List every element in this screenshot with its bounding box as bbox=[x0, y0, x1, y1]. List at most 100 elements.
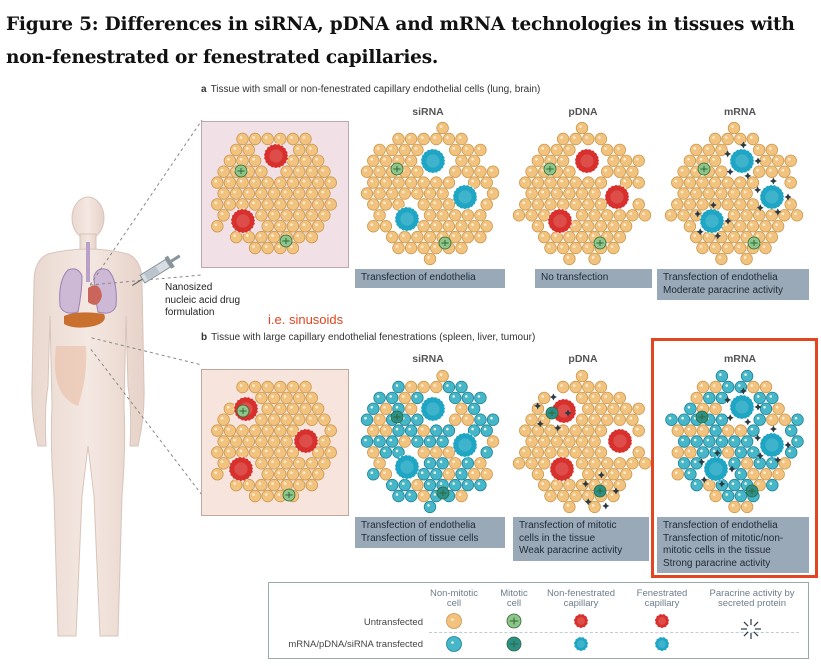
tissue-cell-nucleus bbox=[439, 190, 443, 194]
tissue-cell bbox=[324, 198, 337, 211]
tissue-cell-nucleus bbox=[408, 158, 411, 161]
transfected-cell-nucleus bbox=[725, 384, 728, 387]
transfected-cell bbox=[709, 424, 722, 437]
tissue-cell bbox=[550, 478, 564, 492]
tissue-cell bbox=[299, 467, 312, 481]
tissue-cell bbox=[467, 219, 481, 233]
tissue-cell-nucleus bbox=[623, 223, 626, 226]
tissue-cell-nucleus bbox=[246, 190, 249, 194]
caption-b-mrna: Transfection of endothelia Transfection … bbox=[657, 517, 809, 573]
tissue-cell bbox=[474, 209, 487, 222]
tissue-cell-nucleus bbox=[277, 471, 281, 474]
tissue-cell-nucleus bbox=[693, 234, 696, 237]
tissue-cell-nucleus bbox=[327, 449, 331, 453]
tissue-cell-nucleus bbox=[309, 395, 312, 398]
tissue-cell-nucleus bbox=[370, 158, 374, 161]
tissue-cell bbox=[299, 154, 312, 168]
tissue-cell bbox=[727, 121, 741, 135]
tissue-cell bbox=[318, 413, 331, 426]
tissue-cell-nucleus bbox=[290, 158, 293, 161]
tissue-cell-nucleus bbox=[252, 427, 255, 431]
tissue-cell-nucleus bbox=[490, 438, 493, 442]
tissue-cell bbox=[613, 391, 627, 405]
tissue-cell bbox=[274, 467, 287, 481]
tissue-cell bbox=[467, 176, 481, 189]
tissue-cell-nucleus bbox=[258, 234, 262, 237]
tissue-cell bbox=[512, 209, 526, 222]
tissue-cell bbox=[423, 209, 437, 222]
tissue-cell bbox=[709, 489, 722, 503]
tissue-cell bbox=[519, 424, 532, 437]
tissue-cell bbox=[267, 435, 281, 448]
mitotic-cell-spindle bbox=[239, 408, 247, 414]
transfected-cell bbox=[373, 435, 386, 448]
tissue-cell-nucleus bbox=[383, 158, 386, 161]
tissue-cell bbox=[230, 478, 243, 492]
tissue-cell bbox=[404, 380, 418, 394]
tissue-cell bbox=[379, 154, 393, 168]
tissue-cell-nucleus bbox=[439, 373, 443, 376]
tissue-cell-nucleus bbox=[617, 212, 620, 216]
tissue-cell-nucleus bbox=[687, 158, 690, 161]
transfected-cell bbox=[690, 435, 703, 448]
tissue-cell-nucleus bbox=[674, 201, 678, 205]
transfected-cell bbox=[784, 424, 798, 437]
tissue-cell-nucleus bbox=[604, 482, 607, 485]
tissue-cell-nucleus bbox=[420, 223, 424, 226]
tissue-cell-nucleus bbox=[283, 482, 287, 485]
transfected-cell-nucleus bbox=[731, 482, 735, 485]
tissue-cell-nucleus bbox=[522, 201, 526, 205]
tissue-cell bbox=[267, 230, 281, 244]
legend: Non-mitotic cell Mitotic cell Non-fenest… bbox=[268, 582, 809, 659]
tissue-cell-nucleus bbox=[724, 223, 728, 226]
tissue-cell-nucleus bbox=[572, 245, 576, 248]
tissue-cell bbox=[709, 380, 722, 394]
legend-mitotic-transfected-spindle bbox=[509, 640, 519, 648]
tissue-cell-nucleus bbox=[687, 201, 690, 205]
tissue-cell bbox=[563, 143, 576, 157]
tissue-cell bbox=[299, 132, 312, 146]
tissue-cell-nucleus bbox=[277, 223, 281, 226]
tissue-cell-nucleus bbox=[560, 493, 563, 496]
transfected-cell bbox=[461, 391, 475, 405]
tissue-cell bbox=[746, 132, 760, 146]
transfected-cell-nucleus bbox=[364, 438, 367, 442]
tissue-cell bbox=[550, 435, 564, 448]
tissue-cell bbox=[752, 143, 766, 157]
tissue-cell-nucleus bbox=[420, 384, 424, 387]
tissue-cell bbox=[721, 176, 734, 189]
tissue-cell-nucleus bbox=[706, 234, 709, 237]
transfected-cell bbox=[455, 467, 468, 481]
transfected-cell bbox=[734, 446, 748, 459]
transfected-cell-nucleus bbox=[712, 449, 716, 453]
tissue-cell-nucleus bbox=[258, 416, 262, 420]
tissue-cell-nucleus bbox=[699, 245, 703, 248]
transfected-cell bbox=[753, 413, 766, 426]
tissue-cell-nucleus bbox=[769, 147, 772, 150]
tissue-cell-nucleus bbox=[731, 234, 734, 237]
capillary-cell-core bbox=[299, 434, 313, 448]
tissue-cell-nucleus bbox=[737, 201, 741, 205]
tissue-cell-nucleus bbox=[402, 438, 405, 442]
tissue-cell-nucleus bbox=[541, 460, 544, 464]
tissue-cell-nucleus bbox=[629, 168, 633, 172]
tissue-cell-nucleus bbox=[541, 147, 544, 150]
tissue-cell-nucleus bbox=[725, 427, 728, 431]
transfected-cell-nucleus bbox=[794, 416, 798, 420]
tissue-cell bbox=[417, 198, 430, 211]
tissue-cell bbox=[588, 209, 601, 222]
transfected-cell bbox=[728, 435, 741, 448]
tissue-cell-nucleus bbox=[402, 190, 405, 194]
caption-a-mrna-line-1: Transfection of endothelia bbox=[663, 272, 778, 283]
paracrine-star bbox=[744, 172, 752, 180]
tissue-cell bbox=[765, 209, 779, 222]
transfected-cell bbox=[677, 457, 691, 470]
transfected-capillary-cell-core bbox=[709, 462, 723, 476]
transfected-cell-nucleus bbox=[458, 384, 462, 387]
tissue-cell bbox=[486, 435, 500, 448]
tissue-cell bbox=[582, 219, 595, 233]
tissue-cell bbox=[448, 165, 462, 178]
tissue-cell bbox=[531, 446, 545, 459]
transfected-cell-nucleus bbox=[427, 460, 430, 464]
tissue-cell-nucleus bbox=[775, 158, 778, 161]
